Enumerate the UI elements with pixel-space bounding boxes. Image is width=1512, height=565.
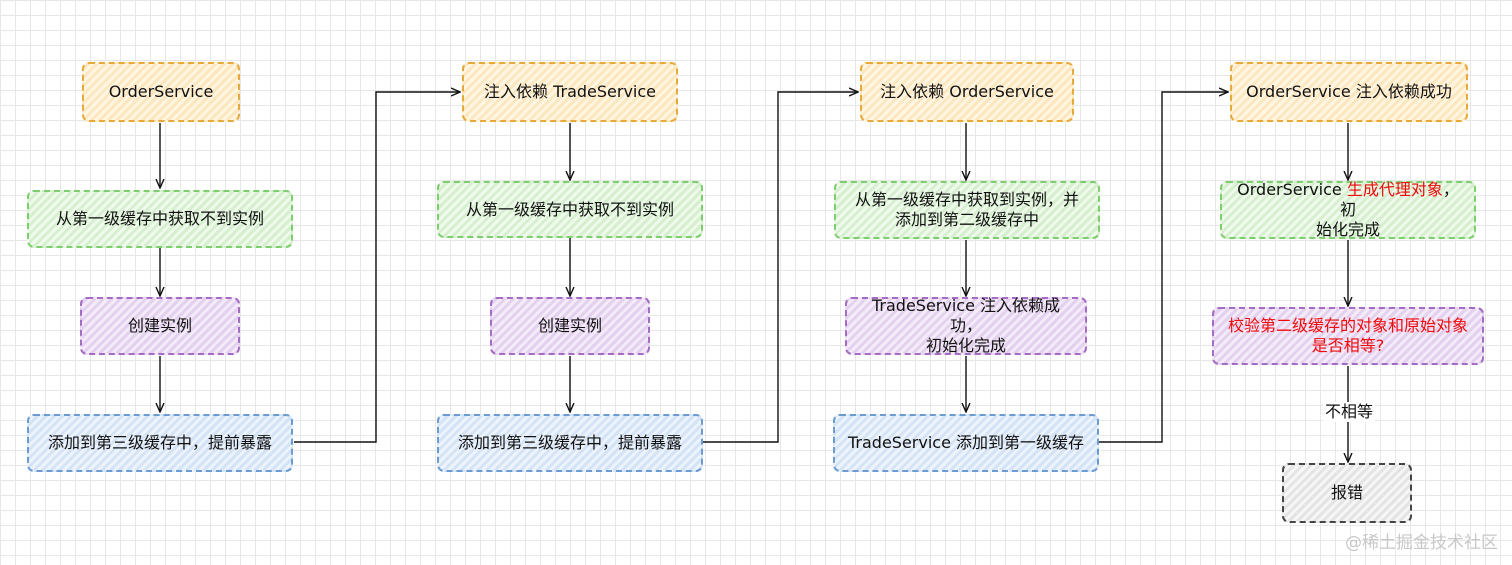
c3-trade-service-add-level1: TradeService 添加到第一级缓存: [833, 414, 1099, 472]
c4-error-label: 报错: [1330, 483, 1363, 502]
c1-add-to-level3: 添加到第三级缓存中，提前暴露: [27, 414, 293, 472]
c4-node2-line2: 始化完成: [1315, 220, 1380, 239]
c2-inject-trade-service: 注入依赖 TradeService: [462, 62, 678, 122]
c1-create-instance: 创建实例: [80, 297, 240, 355]
c4-node3-line2: 是否相等?: [1311, 336, 1385, 355]
c4-node2-suffix: ，初: [1339, 180, 1459, 219]
edge-label-not-equal: 不相等: [1323, 402, 1376, 422]
arrow-c1-to-c2: [294, 92, 460, 443]
c4-verify-level2: 校验第二级缓存的对象和原始对象 是否相等?: [1212, 307, 1484, 365]
c3-inject-order-service-label: 注入依赖 OrderService: [880, 82, 1054, 101]
c1-create-instance-label: 创建实例: [127, 316, 192, 335]
c4-node3-line1: 校验第二级缓存的对象和原始对象: [1227, 316, 1468, 335]
c3-node3-line1: TradeService 注入依赖成功，: [871, 296, 1061, 335]
c4-node2-prefix: OrderService: [1237, 180, 1347, 199]
c3-node3-line2: 初始化完成: [925, 336, 1006, 355]
arrow-c2-to-c3: [702, 92, 858, 443]
c2-get-from-level1-fail-label: 从第一级缓存中获取不到实例: [465, 199, 674, 219]
c3-node2-line1: 从第一级缓存中获取到实例，并: [854, 190, 1079, 209]
c2-create-instance-label: 创建实例: [537, 316, 602, 335]
c4-node2-highlight: 生成代理对象: [1346, 180, 1443, 199]
c4-order-service-inject-success: OrderService 注入依赖成功: [1230, 62, 1468, 122]
c1-add-to-level3-label: 添加到第三级缓存中，提前暴露: [47, 433, 272, 452]
c2-inject-trade-service-label: 注入依赖 TradeService: [483, 82, 657, 101]
c1-order-service-label: OrderService: [108, 82, 214, 101]
c2-get-from-level1-fail: 从第一级缓存中获取不到实例: [437, 181, 703, 238]
c4-verify-level2-label: 校验第二级缓存的对象和原始对象 是否相等?: [1228, 316, 1468, 356]
c4-order-service-inject-success-label: OrderService 注入依赖成功: [1246, 82, 1452, 101]
c3-inject-order-service: 注入依赖 OrderService: [860, 62, 1074, 122]
c3-trade-service-inject-success-label: TradeService 注入依赖成功， 初始化完成: [859, 296, 1073, 356]
c3-trade-service-inject-success: TradeService 注入依赖成功， 初始化完成: [845, 296, 1087, 356]
c2-create-instance: 创建实例: [490, 297, 650, 355]
c1-order-service: OrderService: [82, 62, 240, 122]
c4-error: 报错: [1282, 463, 1412, 523]
c3-trade-service-add-level1-label: TradeService 添加到第一级缓存: [847, 433, 1085, 452]
arrow-c3-to-c4: [1098, 92, 1228, 443]
c3-get-from-level1-add-level2-label: 从第一级缓存中获取到实例，并 添加到第二级缓存中: [855, 190, 1079, 230]
watermark: @稀土掘金技术社区: [1345, 533, 1498, 553]
c3-get-from-level1-add-level2: 从第一级缓存中获取到实例，并 添加到第二级缓存中: [834, 181, 1100, 239]
c3-node2-line2: 添加到第二级缓存中: [894, 210, 1039, 229]
c1-get-from-level1-fail: 从第一级缓存中获取不到实例: [27, 190, 293, 248]
c4-generate-proxy-label: OrderService 生成代理对象，初 始化完成: [1234, 180, 1462, 240]
c2-add-to-level3-label: 添加到第三级缓存中，提前暴露: [457, 433, 682, 452]
c4-generate-proxy: OrderService 生成代理对象，初 始化完成: [1220, 180, 1476, 240]
c1-get-from-level1-fail-label: 从第一级缓存中获取不到实例: [55, 209, 264, 228]
c2-add-to-level3: 添加到第三级缓存中，提前暴露: [437, 414, 703, 472]
